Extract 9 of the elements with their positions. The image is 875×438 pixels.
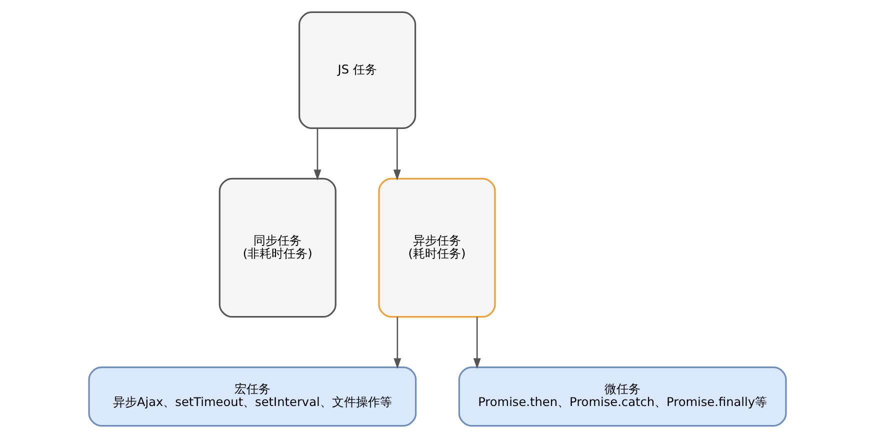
node-box: 异步任务 (耗时任务) [378,178,496,318]
node-box: 同步任务 (非耗时任务) [218,178,336,318]
arrow [473,316,481,369]
arrow [394,316,402,369]
node-box: JS 任务 [298,11,416,130]
arrow [314,128,322,180]
arrow [393,128,401,180]
node-box: 微任务 Promise.then、Promise.catch、Promise.finally等 [458,366,787,427]
node-box: 宏任务 异步Ajax、setTimeout、setInterval、文件操作等 [88,366,417,427]
